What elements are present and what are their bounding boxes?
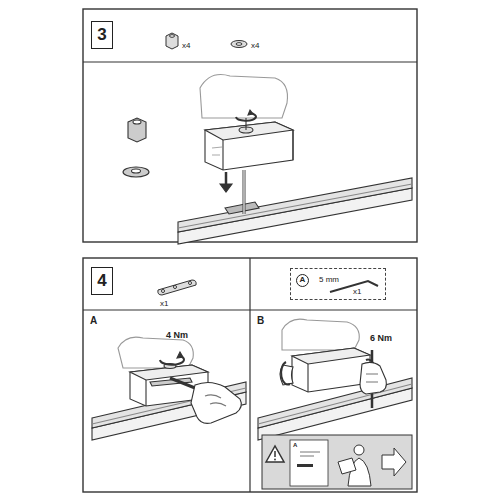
step4a-illustration xyxy=(92,337,246,440)
booklet-letter: A xyxy=(293,442,297,448)
substep-letter: B xyxy=(257,315,264,326)
quantity: x4 xyxy=(251,41,259,50)
tool-box: 5 mm x1 A xyxy=(290,268,386,300)
parts-icons xyxy=(166,33,247,49)
torque-value: 6 Nm xyxy=(370,333,392,343)
substep-letter: A xyxy=(90,315,97,326)
panel-frames xyxy=(83,9,417,492)
plate-icon xyxy=(158,280,196,295)
step4b-illustration xyxy=(258,319,412,440)
step3-illustration xyxy=(123,75,412,245)
tool-letter: A xyxy=(297,275,308,285)
step-number: 3 xyxy=(95,25,109,45)
quantity: x4 xyxy=(182,41,190,50)
step-number-box: 3 xyxy=(91,21,113,49)
tool-size: 5 mm xyxy=(319,275,339,284)
quantity: x1 xyxy=(353,287,361,296)
quantity: x1 xyxy=(160,299,168,308)
step-number-box: 4 xyxy=(91,267,113,295)
warning-panel xyxy=(262,435,412,489)
torque-value: 4 Nm xyxy=(166,330,188,340)
step-number: 4 xyxy=(95,271,109,291)
tool-letter-circle: A xyxy=(296,274,309,287)
